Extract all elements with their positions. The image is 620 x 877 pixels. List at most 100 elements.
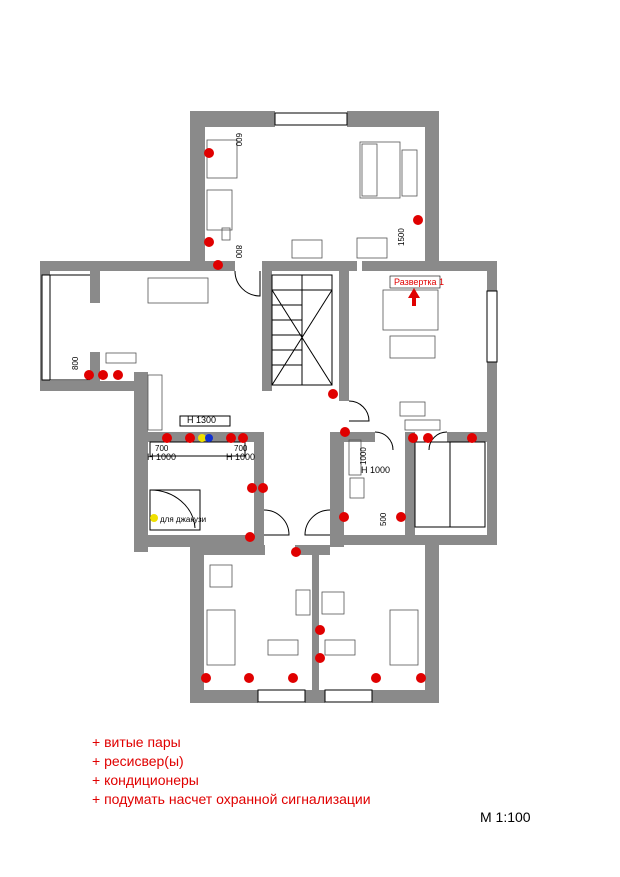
- door-swing: [234, 270, 261, 297]
- door-swing: [374, 431, 394, 451]
- stair-diagonal: [271, 289, 333, 386]
- jacuzzi-label: для джакузи: [160, 515, 206, 524]
- height-label: H 1000: [361, 465, 390, 475]
- outlet-marker: [291, 547, 301, 557]
- radiator: [295, 589, 311, 616]
- wall-segment: [190, 545, 265, 555]
- radiator: [291, 239, 323, 259]
- outlet-marker: [162, 433, 172, 443]
- sofa: [147, 277, 209, 304]
- desk: [206, 139, 238, 179]
- window: [274, 112, 348, 126]
- outlet-marker: [371, 673, 381, 683]
- counter-top: [179, 415, 231, 427]
- dimension-label: 700: [155, 444, 169, 453]
- dimension-label: 800: [234, 245, 243, 259]
- wall-segment: [425, 111, 439, 266]
- outlet-marker: [328, 389, 338, 399]
- shelf: [206, 189, 233, 231]
- desk: [267, 639, 299, 656]
- bathtub-curve: [149, 489, 196, 529]
- outlet-marker: [258, 483, 268, 493]
- yellow-marker: [198, 434, 206, 442]
- wall-segment: [330, 432, 375, 442]
- wall-segment: [425, 545, 439, 703]
- outlet-marker: [213, 260, 223, 270]
- cabinet: [147, 374, 163, 431]
- walls: [40, 111, 497, 703]
- dimension-label: 700: [234, 444, 248, 453]
- shelf: [348, 439, 362, 476]
- outlet-marker: [396, 512, 406, 522]
- wall-segment: [347, 111, 439, 127]
- wall-segment: [330, 535, 497, 545]
- sink-counter: [149, 441, 246, 457]
- window: [257, 689, 306, 703]
- outlet-marker: [98, 370, 108, 380]
- outlet-marker: [423, 433, 433, 443]
- windows-and-partitions: [41, 112, 498, 703]
- wall-segment: [339, 271, 349, 401]
- outlet-marker: [84, 370, 94, 380]
- height-label: H 1000: [226, 452, 255, 462]
- dimension-label: 800: [71, 356, 80, 370]
- bed: [206, 609, 236, 666]
- outlet-marker: [340, 427, 350, 437]
- blue-marker: [205, 434, 213, 442]
- bed: [359, 141, 401, 199]
- door-swing: [428, 431, 448, 451]
- wall-segment: [190, 111, 205, 266]
- note-item: + кондиционеры: [92, 772, 199, 788]
- chair: [399, 401, 426, 417]
- note-item: + витые пары: [92, 734, 181, 750]
- door-swing: [263, 509, 290, 536]
- wall-segment: [90, 352, 100, 382]
- armchair: [321, 591, 345, 615]
- wall-segment: [330, 432, 344, 547]
- window: [486, 290, 498, 363]
- outlet-marker: [413, 215, 423, 225]
- dimension-label: 500: [379, 512, 388, 526]
- outlet-marker: [204, 237, 214, 247]
- toilet: [349, 477, 365, 499]
- bench: [389, 335, 436, 359]
- wall-segment: [134, 372, 148, 552]
- door-swing: [304, 509, 331, 536]
- wall-segment: [295, 545, 330, 555]
- chair: [356, 237, 388, 259]
- window: [324, 689, 373, 703]
- wall-segment: [190, 690, 258, 703]
- wall-segment: [372, 690, 439, 703]
- notes-list: + витые пары + ресисвер(ы) + кондиционер…: [92, 733, 371, 809]
- height-label: H 1000: [147, 452, 176, 462]
- view-arrow-icon: [408, 288, 420, 306]
- wall-segment: [487, 362, 497, 542]
- outlet-marker: [113, 370, 123, 380]
- bathtub: [149, 489, 201, 531]
- wall-segment: [405, 432, 415, 542]
- outlet-marker: [238, 433, 248, 443]
- outlet-marker: [201, 673, 211, 683]
- wall-segment: [40, 261, 235, 271]
- small-box: [221, 227, 231, 241]
- desk: [324, 639, 356, 656]
- bed: [382, 289, 439, 331]
- table: [105, 352, 137, 364]
- razvertka-box: [389, 275, 441, 289]
- scale-label: М 1:100: [480, 809, 531, 825]
- outlet-marker: [467, 433, 477, 443]
- pillow: [361, 143, 378, 197]
- dimension-label: 1500: [397, 228, 406, 246]
- note-item: + ресисвер(ы): [92, 753, 184, 769]
- yellow-marker: [150, 514, 158, 522]
- dimension-label: 1000: [359, 447, 368, 465]
- outlet-markers: [84, 148, 477, 683]
- nightstand: [401, 149, 418, 197]
- armchair: [209, 564, 233, 588]
- outlet-marker: [408, 433, 418, 443]
- razvertka-label: Развертка 1: [394, 277, 444, 287]
- door-swing: [348, 400, 370, 422]
- wall-segment: [190, 545, 204, 703]
